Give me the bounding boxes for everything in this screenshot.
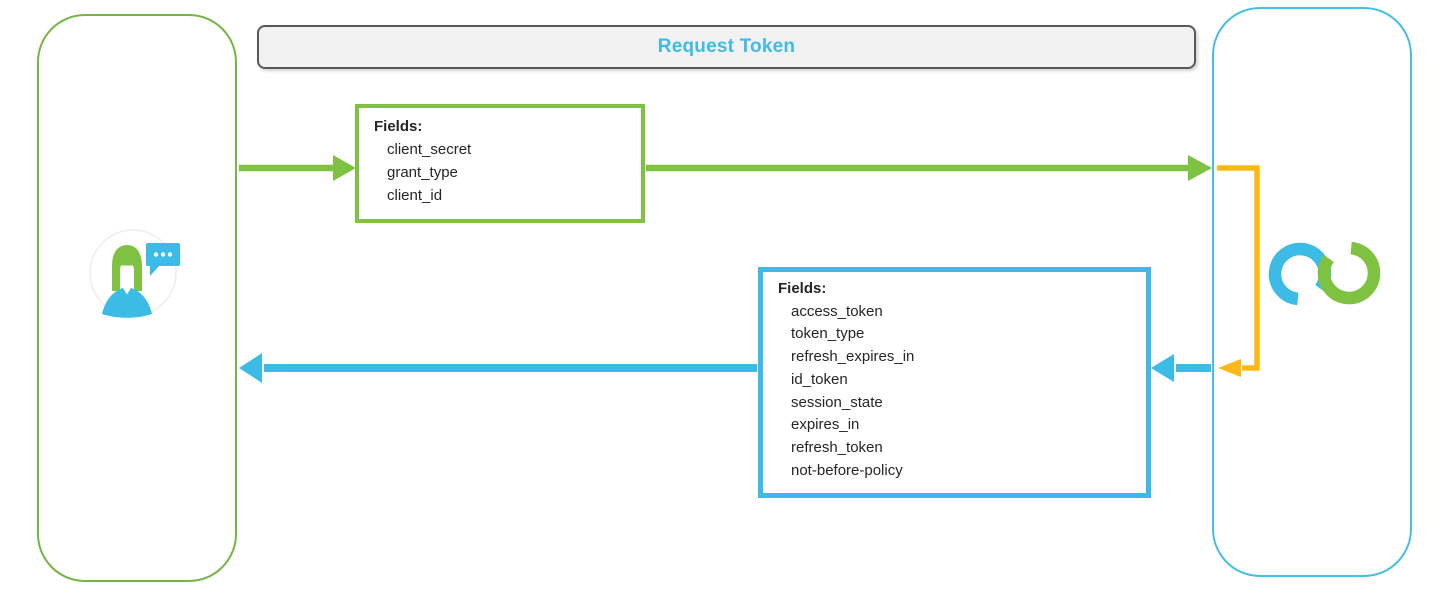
response-fields-label: Fields: — [778, 280, 827, 297]
field-item: client_secret — [387, 141, 472, 158]
flow-title-bar: Request Token — [257, 25, 1196, 69]
field-item: session_state — [791, 393, 883, 411]
request-arrow-left-segment — [239, 155, 356, 181]
field-item: access_token — [791, 302, 883, 320]
request-fields-box: Fields: client_secret grant_type client_… — [355, 104, 645, 223]
flow-title: Request Token — [657, 36, 796, 57]
field-item: refresh_expires_in — [791, 348, 915, 366]
field-item: not-before-policy — [791, 461, 903, 479]
field-item: client_id — [387, 187, 443, 204]
identity-provider-lane — [1212, 7, 1412, 577]
response-arrow-left-segment — [239, 353, 757, 383]
field-item: expires_in — [791, 416, 860, 434]
response-fields-box: Fields: access_token token_type refresh_… — [758, 267, 1151, 498]
request-fields-label: Fields: — [374, 118, 423, 135]
field-item: refresh_token — [791, 438, 883, 456]
user-actor-lane — [37, 14, 237, 582]
field-item: token_type — [791, 325, 865, 343]
response-arrow-right-segment — [1151, 354, 1211, 382]
field-item: id_token — [791, 370, 848, 388]
field-item: grant_type — [387, 164, 458, 181]
request-arrow-right-segment — [646, 155, 1212, 181]
